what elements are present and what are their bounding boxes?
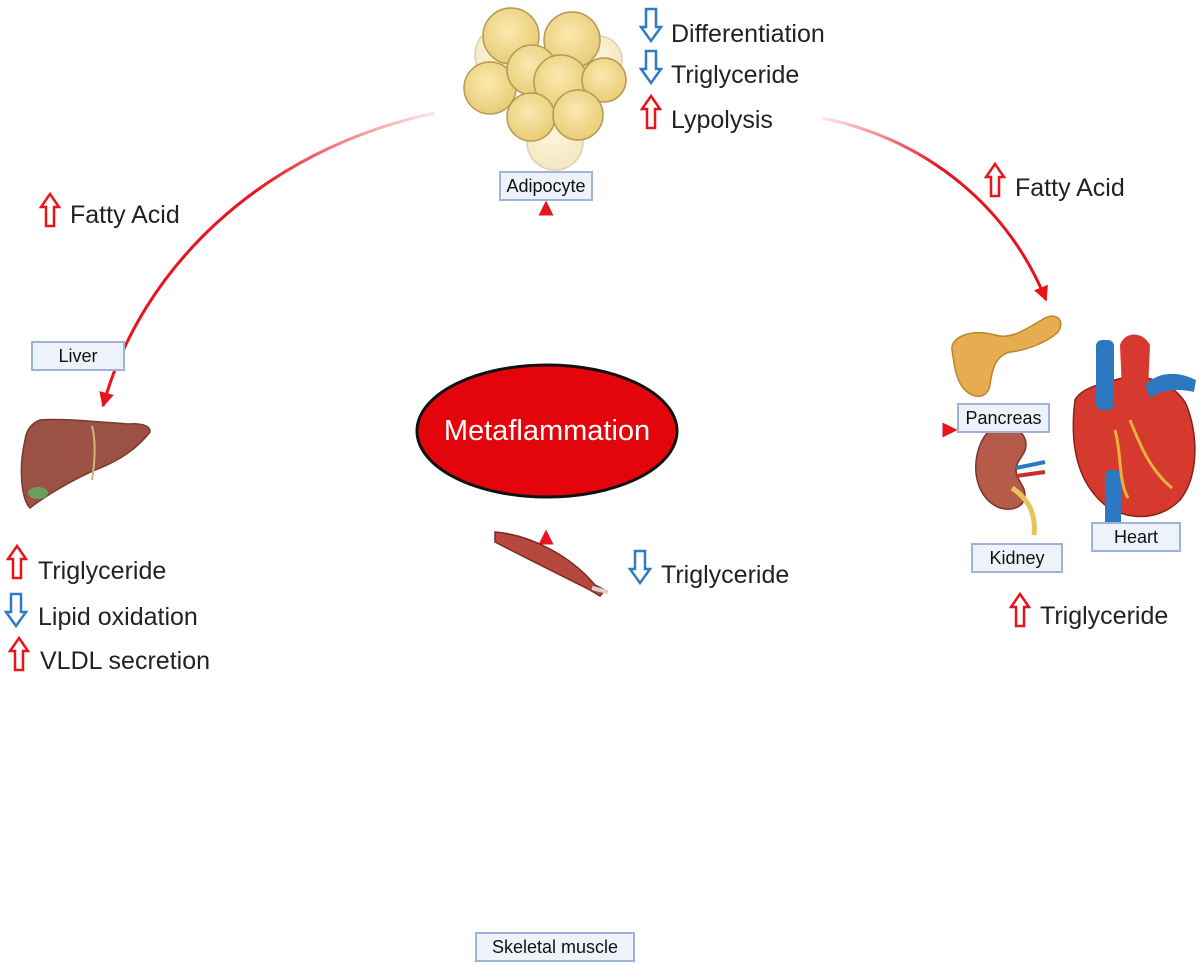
kidney-illustration: [975, 424, 1046, 536]
skeletal-muscle-effect-triglyceride: Triglyceride: [661, 561, 790, 589]
metaflammation-node: Metaflammation: [415, 363, 679, 499]
curve-arrow-to-pancreas: [821, 116, 1048, 302]
adipocyte-effect-differentiation: Differentiation: [671, 20, 825, 48]
fatty-acid-left-text: Fatty Acid: [70, 201, 180, 229]
liver-effect-vldl-secretion: VLDL secretion: [40, 647, 210, 675]
metaflammation-ellipse: [415, 363, 679, 499]
heart-label: Heart: [1091, 522, 1181, 552]
up-arrow-icon: [6, 544, 28, 580]
adipocyte-label: Adipocyte: [499, 171, 593, 201]
adipocyte-illustration: [463, 7, 627, 171]
up-arrow-icon: [39, 192, 61, 228]
down-arrow-icon: [639, 7, 663, 43]
down-arrow-icon: [639, 49, 663, 85]
adipocyte-effect-lypolysis: Lypolysis: [671, 106, 773, 134]
adipocyte-effect-triglyceride: Triglyceride: [671, 61, 800, 89]
up-arrow-icon: [640, 94, 662, 130]
up-arrow-icon: [1009, 592, 1031, 628]
down-arrow-icon: [628, 549, 652, 585]
kidney-label: Kidney: [971, 543, 1063, 573]
liver-label: Liver: [31, 341, 125, 371]
heart-illustration: [1072, 334, 1196, 530]
liver-effect-triglyceride: Triglyceride: [38, 557, 167, 585]
curve-arrow-to-liver: [99, 111, 436, 408]
pancreas-label: Pancreas: [957, 403, 1050, 433]
down-arrow-icon: [4, 592, 28, 628]
fatty-acid-right-text: Fatty Acid: [1015, 174, 1125, 202]
liver-illustration: [20, 418, 151, 510]
metaflammation-label: Metaflammation: [444, 415, 650, 447]
liver-effect-lipid-oxidation: Lipid oxidation: [38, 603, 198, 631]
organs-right-effect-triglyceride: Triglyceride: [1040, 602, 1169, 630]
up-arrow-icon: [8, 636, 30, 672]
pancreas-illustration: [951, 315, 1062, 397]
skeletal-muscle-illustration: [494, 531, 609, 597]
skeletal-muscle-label: Skeletal muscle: [475, 932, 635, 962]
up-arrow-icon: [984, 162, 1006, 198]
